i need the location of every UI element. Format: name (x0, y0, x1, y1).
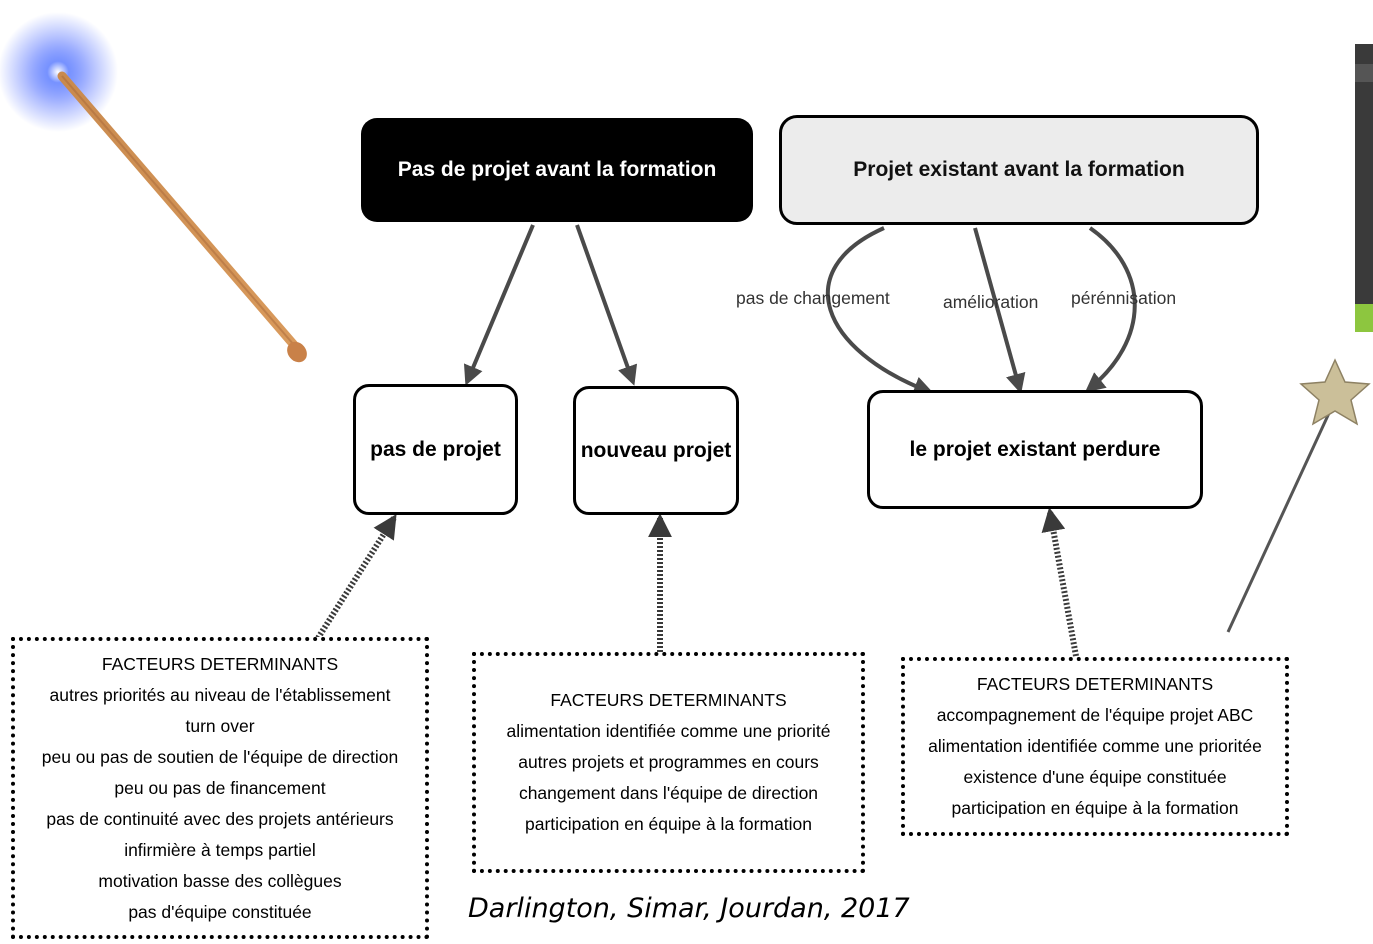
citation: Darlington, Simar, Jourdan, 2017 (468, 893, 910, 924)
edge-label-no-change: pas de changement (736, 288, 890, 308)
side-accent-bar (1355, 44, 1373, 332)
node-label: le projet existant perdure (909, 437, 1161, 461)
factor-line: turn over (185, 715, 255, 736)
factor-line: peu ou pas de soutien de l'équipe de dir… (41, 746, 399, 767)
node-label: nouveau projet (580, 438, 732, 462)
node-existing-project-before: Projet existant avant la formation (779, 115, 1259, 225)
factors-title: FACTEURS DETERMINANTS (101, 653, 339, 674)
factor-arrow-3 (1041, 507, 1079, 657)
factor-line: existence d'une équipe constituée (963, 767, 1227, 787)
edge-amelioration (973, 227, 1026, 394)
edge-label-sustainability: pérénnisation (1071, 288, 1177, 308)
factor-line: alimentation identifiée comme une priori… (506, 721, 831, 741)
node-existing-project-persists: le projet existant perdure (867, 390, 1203, 509)
factors-box-existing-project: FACTEURS DETERMINANTS accompagnement de … (901, 657, 1289, 836)
factor-line: participation en équipe à la formation (525, 814, 812, 834)
node-label: Projet existant avant la formation (853, 158, 1185, 181)
factors-title: FACTEURS DETERMINANTS (550, 690, 787, 710)
node-new-project: nouveau projet (573, 386, 739, 515)
edge-perennisation (1084, 226, 1137, 393)
node-label: Pas de projet avant la formation (397, 158, 717, 181)
factor-line: alimentation identifiée comme une priori… (928, 736, 1262, 756)
factor-line: pas d'équipe constituée (128, 901, 312, 922)
node-no-project: pas de projet (353, 384, 518, 515)
star-wand-icon (1226, 358, 1371, 633)
factor-arrow-1 (315, 513, 397, 640)
edge-label-improvement: amélioration (943, 292, 1039, 312)
magic-wand-icon (0, 12, 307, 363)
factors-box-new-project: FACTEURS DETERMINANTS alimentation ident… (472, 652, 865, 873)
factor-line: pas de continuité avec des projets antér… (46, 808, 394, 829)
factors-box-no-project: FACTEURS DETERMINANTS autres priorités a… (11, 637, 429, 939)
edge-pas-de-changement (826, 226, 934, 396)
edge-to-nouveau-projet (575, 224, 638, 386)
factor-line: autres priorités au niveau de l'établiss… (49, 684, 391, 705)
factor-line: participation en équipe à la formation (951, 798, 1239, 818)
factor-line: autres projets et programmes en cours (518, 752, 819, 772)
node-no-project-before: Pas de projet avant la formation (361, 118, 753, 222)
factor-line: motivation basse des collègues (98, 870, 342, 891)
edge-to-pas-de-projet (463, 224, 535, 386)
factor-line: accompagnement de l'équipe projet ABC (936, 705, 1254, 725)
factor-line: infirmière à temps partiel (124, 839, 316, 860)
factors-title: FACTEURS DETERMINANTS (976, 674, 1214, 694)
factor-line: changement dans l'équipe de direction (518, 783, 819, 803)
factor-line: peu ou pas de financement (114, 777, 326, 798)
node-label: pas de projet (370, 437, 501, 461)
